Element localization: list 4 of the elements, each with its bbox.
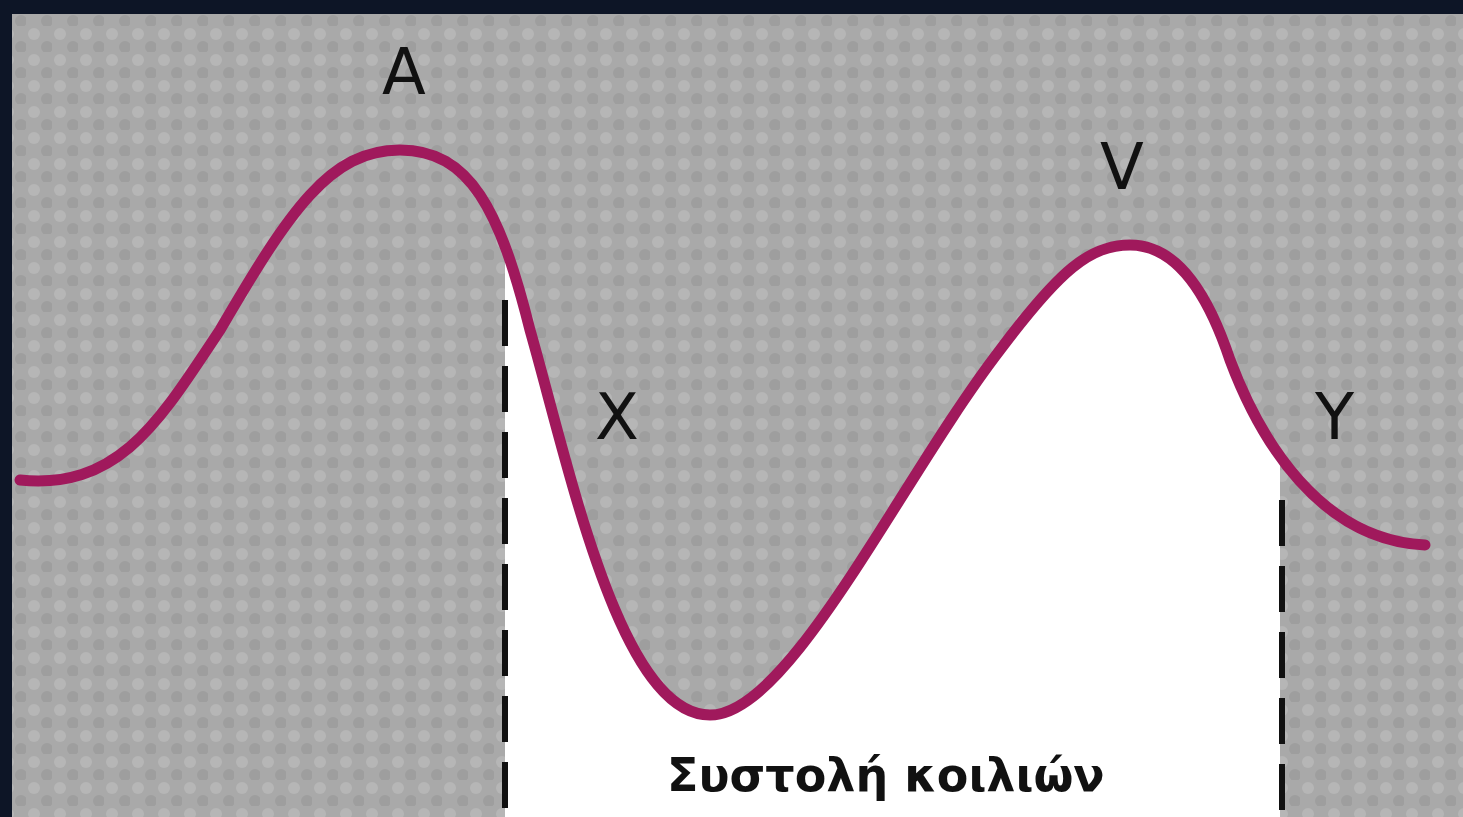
wave-label: V (1100, 135, 1144, 199)
wave-label: X (595, 385, 639, 449)
wave-label: A (382, 40, 426, 104)
wave-label: Y (1315, 385, 1355, 449)
